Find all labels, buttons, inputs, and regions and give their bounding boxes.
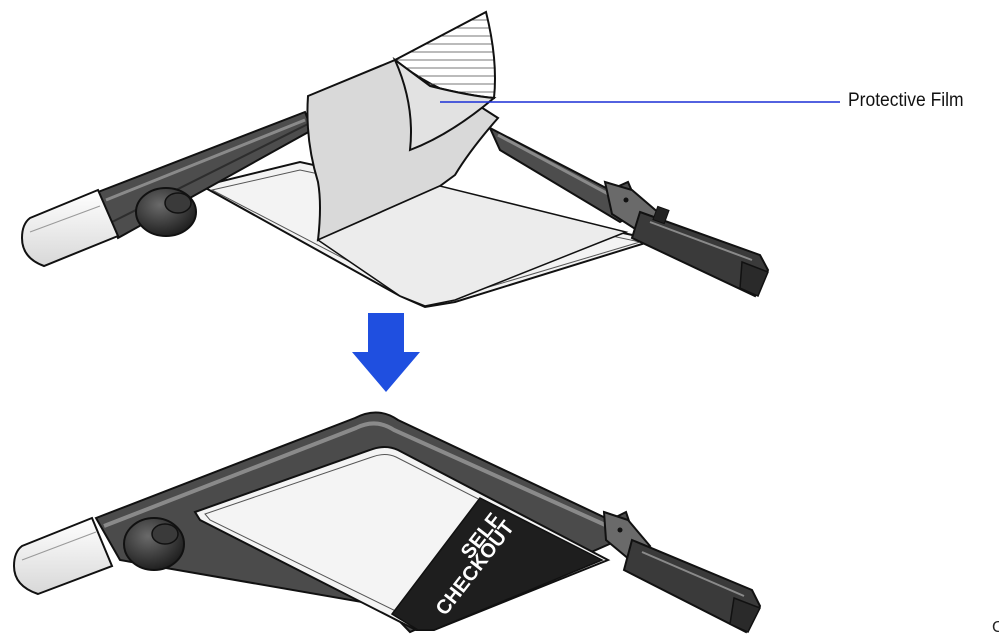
- corner-mark: C: [992, 619, 999, 636]
- down-arrow-icon: [352, 313, 420, 392]
- top-adjustment-knob: [135, 187, 197, 237]
- top-left-end-cap: [20, 188, 120, 268]
- bottom-left-end-cap: [12, 516, 114, 596]
- bottom-scanner-assembly: SELF CHECKOUT: [12, 411, 762, 634]
- top-scanner-assembly: [20, 10, 770, 309]
- bottom-cable-connector: [602, 510, 762, 634]
- protective-film: [306, 10, 629, 307]
- protective-film-label: Protective Film: [848, 90, 964, 111]
- bottom-adjustment-knob: [123, 517, 185, 571]
- top-cable-connector: [603, 180, 770, 298]
